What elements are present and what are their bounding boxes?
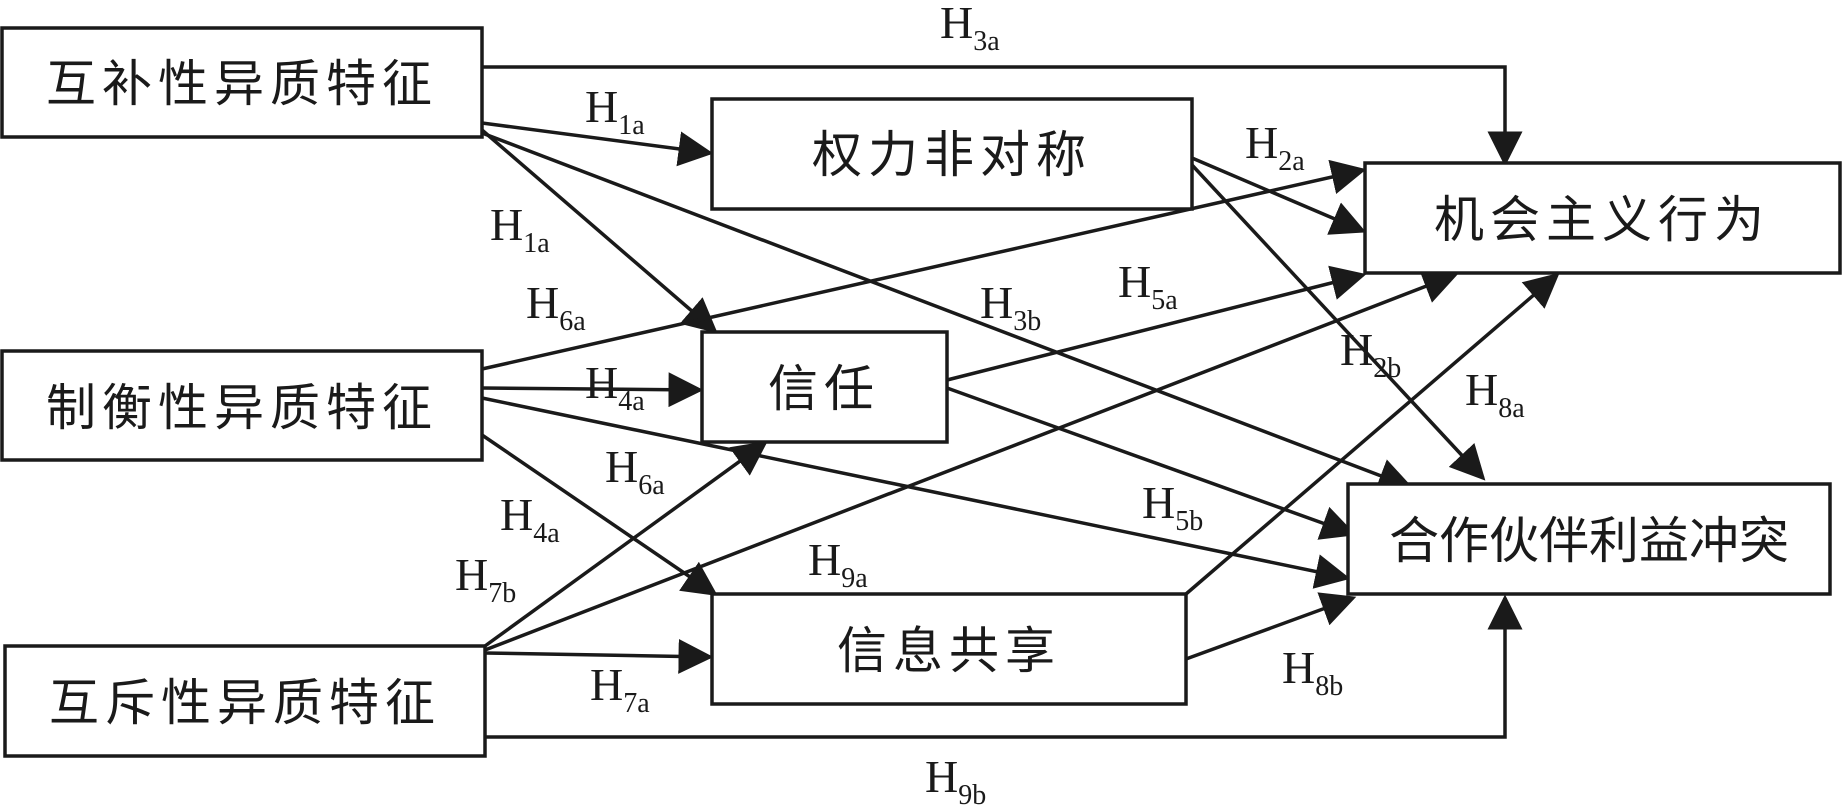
node-box	[3, 644, 487, 758]
node-box	[1363, 161, 1842, 275]
node-box	[710, 97, 1194, 211]
node-box	[700, 330, 949, 444]
edge-balancing-opportunism	[481, 159, 1367, 371]
node-label: 权力非对称	[812, 126, 1092, 184]
label-h5a: H5a	[1118, 256, 1178, 316]
node-exclusive: 互斥性异质特征	[3, 644, 487, 758]
edge-complementary-conflict	[481, 131, 1414, 493]
node-power: 权力非对称	[710, 97, 1194, 211]
node-label: 互斥性异质特征	[49, 674, 441, 732]
label-h8b: H8b	[1282, 642, 1343, 702]
label-h5b: H5b	[1142, 477, 1203, 537]
hypothesis-labels: H3a H1a H1a H3b H2a H2b H6a H4a H4a H6a …	[455, 0, 1525, 810]
label-h7b: H7b	[455, 549, 516, 609]
edge-info-conflict	[1185, 592, 1357, 661]
node-box	[710, 592, 1188, 706]
edge-balancing-trust	[481, 372, 704, 408]
label-h9a: H9a	[808, 534, 868, 594]
edge-exclusive-trust	[483, 440, 768, 648]
node-opportunism: 机会主义行为	[1363, 161, 1842, 275]
label-h1a-power: H1a	[585, 81, 645, 141]
node-trust: 信任	[700, 330, 949, 444]
node-label: 机会主义行为	[1434, 191, 1770, 249]
node-conflict: 合作伙伴利益冲突	[1346, 482, 1832, 596]
edge-exclusive-conflict	[485, 594, 1523, 739]
edge-power-opportunism	[1191, 156, 1367, 235]
label-h7a: H7a	[590, 659, 650, 719]
edge-complementary-opportunism	[482, 65, 1523, 167]
label-h3a: H3a	[940, 0, 1000, 57]
node-info-sharing: 信息共享	[710, 592, 1188, 706]
label-h8a: H8a	[1465, 364, 1525, 424]
node-label: 互补性异质特征	[46, 55, 438, 113]
node-box	[0, 26, 484, 139]
edge-info-opportunism	[1184, 272, 1560, 596]
label-h1a-trust: H1a	[490, 199, 550, 259]
node-label: 合作伙伴利益冲突	[1389, 512, 1789, 570]
label-h4a-info: H4a	[500, 489, 560, 549]
node-complementary: 互补性异质特征	[0, 26, 484, 139]
node-label: 制衡性异质特征	[46, 379, 438, 437]
edge-balancing-conflict	[481, 396, 1351, 589]
label-h3b: H3b	[980, 277, 1041, 337]
label-h6a-opportunism: H6a	[526, 277, 586, 337]
label-h2b: H2b	[1340, 324, 1401, 384]
edge-exclusive-opportunism	[484, 270, 1459, 652]
edge-exclusive-info	[484, 638, 714, 674]
edges-layer	[480, 65, 1560, 739]
edge-complementary-trust	[480, 128, 718, 334]
edge-balancing-info	[481, 433, 718, 596]
label-h4a-trust: H4a	[585, 357, 645, 417]
node-balancing: 制衡性异质特征	[0, 349, 484, 462]
node-label: 信息共享	[837, 622, 1061, 680]
edge-trust-opportunism	[946, 265, 1367, 382]
label-h9b: H9b	[925, 751, 986, 810]
label-h6a-conflict: H6a	[605, 441, 665, 501]
node-label: 信任	[768, 360, 880, 418]
node-box	[0, 349, 484, 462]
label-h2a: H2a	[1245, 117, 1305, 177]
edge-complementary-power	[481, 121, 714, 167]
node-box	[1346, 482, 1832, 596]
